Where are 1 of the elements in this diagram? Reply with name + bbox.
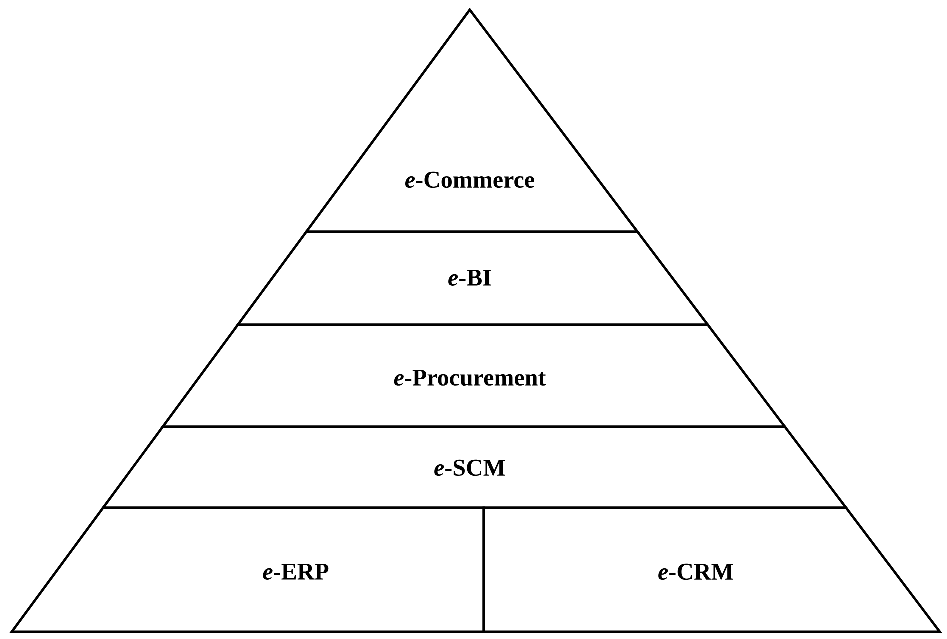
- pyramid-band: e-CRM: [482, 506, 943, 634]
